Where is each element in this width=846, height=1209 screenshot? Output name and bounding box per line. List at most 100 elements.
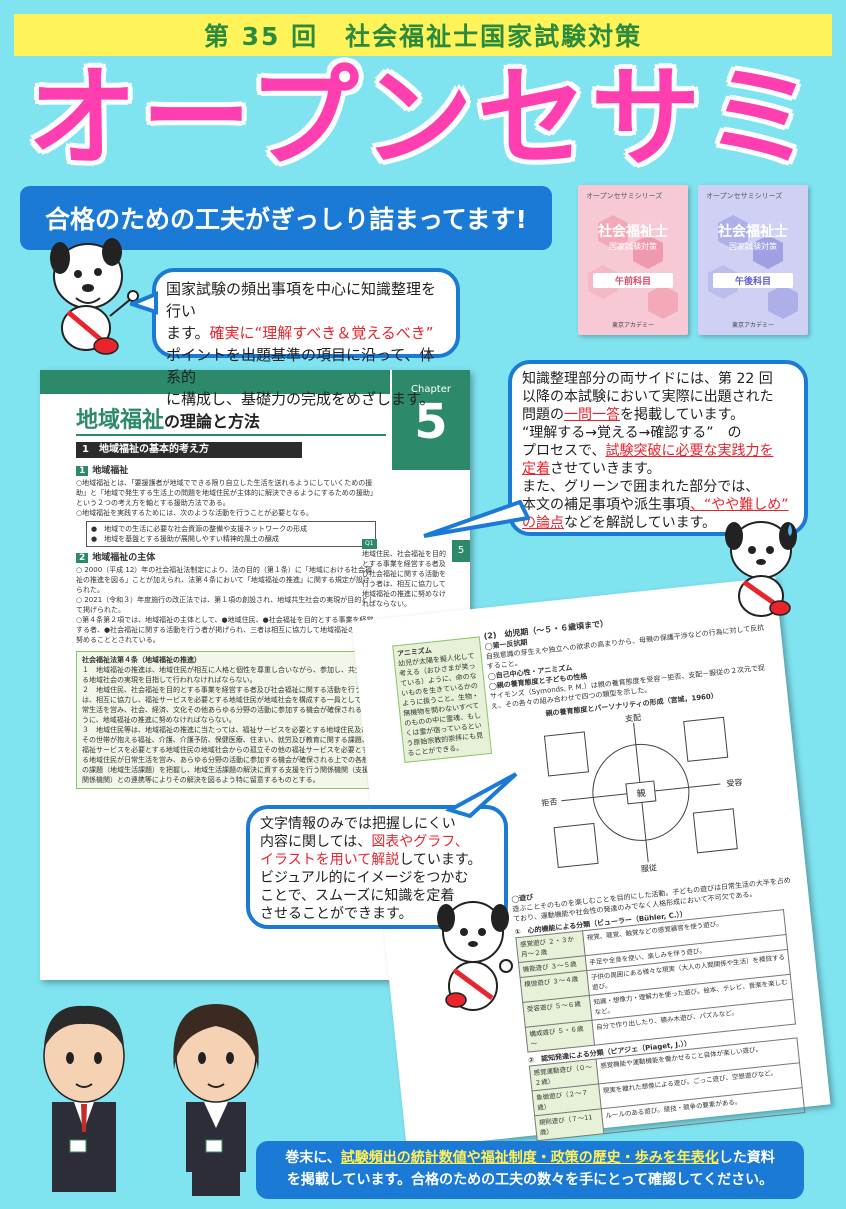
book-title: 社会福祉士 [598,224,668,240]
b1-line4: に構成し、基礎力の完成をめざします。 [166,390,435,408]
section-heading: 1 地域福祉の基本的考え方 [76,442,302,458]
diagram-center: 親 [636,787,646,800]
bottom-line2: を掲載しています。合格のための工夫の数々を手にとって確認してください。 [286,1172,774,1188]
chapter-word: Chapter [411,384,451,395]
b3-line2a: 内容に関しては、 [260,834,372,850]
b3-line3a: イラストを用いて解説 [260,852,400,868]
chapter-title-rest: の理論と方法 [164,412,261,431]
chapter-number: 5 [414,394,448,450]
diagram-left: 拒否 [541,796,558,808]
sample-page-development: アニミズム 幼児が太陽を擬人化して考える（おひさまが笑っている）ように、命のない… [351,577,831,1149]
b2-line4: “理解する→覚える→確認する” の [522,425,742,441]
diagram-top: 支配 [625,712,642,724]
book-subject: 午後科目 [713,273,793,288]
dog-mascot-sweat-icon [725,521,797,617]
book-subtitle: 国家試験対策 [609,242,657,251]
green-box-title: 社会福祉法第４条（地域福祉の推進） [82,656,201,664]
b2-line6b: させていきます。 [550,461,661,477]
b2-line8: 本文の補足事項や派生事項、“やや難しめ” [522,496,794,514]
sub1-num: 1 [76,466,89,476]
b3-line4: ビジュアル的にイメージをつかむ [260,870,469,886]
b2-line6: 定着させていきます。 [522,460,794,478]
b1-line2a: ます。 [166,324,210,342]
b2-line6a: 定着 [522,461,550,477]
b2-line5: プロセスで、試験突破に必要な実践力を [522,442,794,460]
green-g3: ３ 地域住民等は、地域福祉の推進に当たっては、福祉サービスを必要とする地域住民及… [82,726,369,784]
b2-line2: 以降の本試験において実際に出題された [522,389,774,405]
qa-side-column: Q1 地域住民、社会福祉を目的とする事業を経営する者及び社会福祉に関する活動を行… [362,538,452,609]
parenting-diagram: 親 支配 服従 拒否 受容 [541,712,743,874]
b3-line3b: しています。 [399,852,482,868]
b3-line5: ことで、スムーズに知識を定着 [260,888,455,904]
b2-line5b: 試験突破に必要な実践力を [605,443,774,459]
book-publisher: 東京アカデミー [611,322,654,329]
speech-bubble-knowledge: 国家試験の頻出事項を中心に知識整理を行い ます。確実に“理解すべき＆覚えるべき”… [152,268,460,408]
aside-text: 幼児が太陽を擬人化して考える（おひさまが笑っている）ように、命のないものを生きて… [397,652,484,758]
b2-line9: の論点などを解説しています。 [522,514,794,532]
play-section: ◯遊び 遊ぶことそのものを楽しむことを目的にした活動。子どもの遊びは日常生活の大… [511,865,815,1141]
b1-line2: ます。確実に“理解すべき＆覚えるべき” [166,322,446,344]
book-cover-afternoon: オープンセサミシリーズ 社会福祉士 国家試験対策 午後科目 東京アカデミー [698,185,808,335]
book-subject: 午前科目 [593,273,673,288]
p4: ○ 2021（令和３）年度施行の改正法では、第１項の創設され、地域共生社会の実現… [76,596,376,614]
box-item-1: ● 地域での生活に必要な社会資源の整備や支援ネットワークの形成 [91,525,308,533]
chapter-title: 地域福祉の理論と方法 [76,402,260,434]
b3-line2b: 図表やグラフ、 [371,834,469,850]
b2-line3: 問題の一問一答を掲載しています。 [522,406,794,424]
p2: ○地域福祉を実践するためには、次のような活動を行うことが必要となる。 [76,509,313,517]
b1-line2b: 確実に“理解すべき＆覚えるべき” [209,324,434,342]
b3-line3: イラストを用いて解説しています。 [260,851,494,869]
b2-line3c: を掲載しています。 [620,407,745,423]
sub2-num: 2 [76,553,89,563]
b2-line9b: などを解説しています。 [564,515,717,531]
bottom-line1c: した資料 [718,1150,775,1166]
main-title: オープンセサミ [27,54,819,182]
tagline-text: 合格のための工夫がぎっしり詰まってます! [45,205,527,234]
b1-line3: ポイントを出題基準の項目に沿って、体系的 [166,346,435,386]
man-character-icon [43,1005,125,1192]
b3-line6: させることができます。 [260,906,413,922]
chapter-title-main: 地域福祉 [76,408,165,433]
book-series: オープンセサミシリーズ [706,192,783,200]
b2-line5a: プロセスで、 [522,443,606,459]
qa-text: 地域住民、社会福祉を目的とする事業を経営する者及び社会福祉に関する活動を行う者は… [362,550,446,608]
bottom-line1: 巻末に、試験頻出の統計数値や福祉制度・政策の歴史・歩みを年表化した資料 [256,1147,804,1169]
dog-mascot-pointing-icon [50,238,139,355]
aside-box: アニミズム 幼児が太陽を擬人化して考える（おひさまが笑っている）ように、命のない… [392,636,493,763]
bottom-info-box: 巻末に、試験頻出の統計数値や福祉制度・政策の歴史・歩みを年表化した資料 を掲載し… [256,1141,804,1199]
bubble-pointer-icon [444,772,518,819]
diagram-right: 受容 [726,777,743,789]
dog-mascot-waving-icon [437,901,513,1011]
diagram-bottom: 服従 [640,862,657,874]
box-item-2: ● 地域を基盤とする援助が展開しやすい精神的風土の醸成 [91,535,279,543]
p3: ○ 2000（平成 12）年の社会福祉法制定により、法の目的（第１条）に「地域に… [76,566,372,594]
bottom-line1b: 試験頻出の統計数値や福祉制度・政策の歴史・歩みを年表化 [340,1150,719,1166]
b2-line8b: 、“やや難しめ” [690,497,789,513]
green-g1: １ 地域福祉の推進は、地域住民が相互に人格と個性を尊重し合いながら、参加し、共生… [82,666,369,684]
p5: ○第４条第２項では、地域福祉の主体として、●地域住民、●社会福祉を目的とする事業… [76,616,376,644]
b2-line7: また、グリーンで囲まれた部分では、 [522,479,760,495]
bubble-pointer-icon [423,500,530,538]
b2-line1: 知識整理部分の両サイドには、第 22 回 [522,371,773,387]
b3-line2: 内容に関しては、図表やグラフ、 [260,833,494,851]
b2-line3b: 一問一答 [564,407,620,423]
book-cover-morning: オープンセサミシリーズ 社会福祉士 国家試験対策 午前科目 東京アカデミー [578,185,688,335]
green-g2: ２ 地域住民、社会福祉を目的とする事業を経営する者及び社会福祉に関する活動を行う… [82,686,369,724]
banner-text: 第 35 回 社会福祉士国家試験対策 [203,22,643,51]
top-banner: 第 35 回 社会福祉士国家試験対策 [14,14,832,56]
green-box: 社会福祉法第４条（地域福祉の推進） １ 地域福祉の推進は、地域住民が相互に人格と… [76,651,376,789]
chapter-tab: Chapter 5 [392,370,470,470]
b2-line8a: 本文の補足事項や派生事項 [522,497,690,513]
book-subtitle: 国家試験対策 [729,242,777,251]
b2-line9a: の論点 [522,515,564,531]
b2-line3a: 問題の [522,407,564,423]
book-title: 社会福祉士 [718,224,788,240]
sub2-title: 地域福祉の主体 [92,553,156,563]
b1-line1: 国家試験の頻出事項を中心に知識整理を行い [166,280,437,320]
woman-character-icon [173,1004,259,1196]
speech-bubble-qa: 知識整理部分の両サイドには、第 22 回 以降の本試験において実際に出題された … [508,360,808,536]
sub1-title: 地域福祉 [92,466,129,476]
bottom-line1a: 巻末に、 [285,1150,341,1166]
page-side-tab: 5 [452,540,470,562]
